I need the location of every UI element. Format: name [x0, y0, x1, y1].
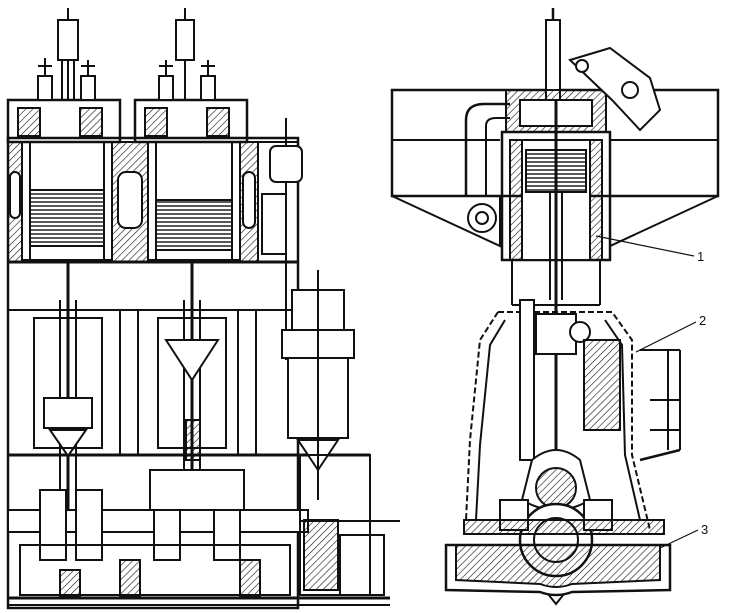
leader-3: [659, 529, 699, 549]
callout-label-2: 2: [699, 313, 707, 328]
leader-2: [635, 321, 697, 353]
callout-leaders: [595, 235, 699, 549]
left-engine-section: [6, 8, 400, 610]
leader-1: [595, 235, 695, 257]
callout-label-3: 3: [701, 522, 709, 537]
right-engine-section: [390, 8, 720, 606]
callout-label-1: 1: [697, 249, 705, 264]
